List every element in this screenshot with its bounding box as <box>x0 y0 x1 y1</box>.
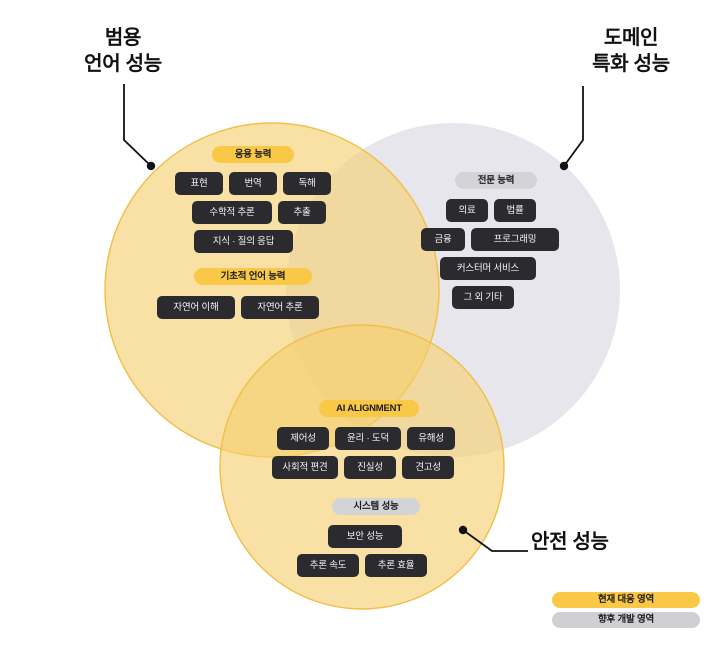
callout-label-domain-specific: 도메인 특화 성능 <box>592 27 670 75</box>
chip-truthfulness[interactable]: 진실성 <box>344 456 396 479</box>
chip-social-bias[interactable]: 사회적 편견 <box>272 456 338 479</box>
chip-programming[interactable]: 프로그래밍 <box>471 228 559 251</box>
group-badge-basic-language-ability: 기초적 언어 능력 <box>194 268 312 285</box>
chip-others[interactable]: 그 외 기타 <box>452 286 514 309</box>
chip-harmfulness[interactable]: 유해성 <box>407 427 455 450</box>
chip-extraction[interactable]: 추출 <box>278 201 326 224</box>
leader-line-domain <box>559 86 584 171</box>
chip-knowledge-qa[interactable]: 지식 · 질의 응답 <box>194 230 293 253</box>
chip-controllability[interactable]: 제어성 <box>277 427 329 450</box>
group-badge-system-performance: 시스템 성능 <box>332 498 420 515</box>
legend-item-current-coverage: 현재 대응 영역 <box>552 592 700 608</box>
chip-robustness[interactable]: 견고성 <box>402 456 454 479</box>
chip-natural-language-inference[interactable]: 자연어 추론 <box>241 296 319 319</box>
chip-inference-speed[interactable]: 추론 속도 <box>297 554 359 577</box>
group-badge-ai-alignment: AI ALIGNMENT <box>319 400 419 417</box>
chip-natural-language-understanding[interactable]: 자연어 이해 <box>157 296 235 319</box>
chip-medical[interactable]: 의료 <box>446 199 488 222</box>
chip-mathematical-reasoning[interactable]: 수학적 추론 <box>192 201 272 224</box>
leader-line-safety <box>458 525 528 552</box>
chip-customer-service[interactable]: 커스터머 서비스 <box>440 257 536 280</box>
chip-legal[interactable]: 법률 <box>494 199 536 222</box>
callout-label-safety: 안전 성능 <box>531 531 609 553</box>
chip-finance[interactable]: 금융 <box>421 228 465 251</box>
legend: 현재 대응 영역 향후 개발 영역 <box>552 592 700 632</box>
chip-translation[interactable]: 번역 <box>229 172 277 195</box>
legend-item-future-development: 향후 개발 영역 <box>552 612 700 628</box>
chip-reading-comprehension[interactable]: 독해 <box>283 172 331 195</box>
chip-security-performance[interactable]: 보안 성능 <box>328 525 402 548</box>
group-badge-application-ability: 응용 능력 <box>212 146 294 163</box>
group-badge-professional-ability: 전문 능력 <box>455 172 537 189</box>
leader-line-general <box>123 84 156 171</box>
chip-expression[interactable]: 표현 <box>175 172 223 195</box>
chip-ethics-morality[interactable]: 윤리 · 도덕 <box>335 427 401 450</box>
callout-label-general-language: 범용 언어 성능 <box>84 27 162 75</box>
chip-inference-efficiency[interactable]: 추론 효율 <box>365 554 427 577</box>
